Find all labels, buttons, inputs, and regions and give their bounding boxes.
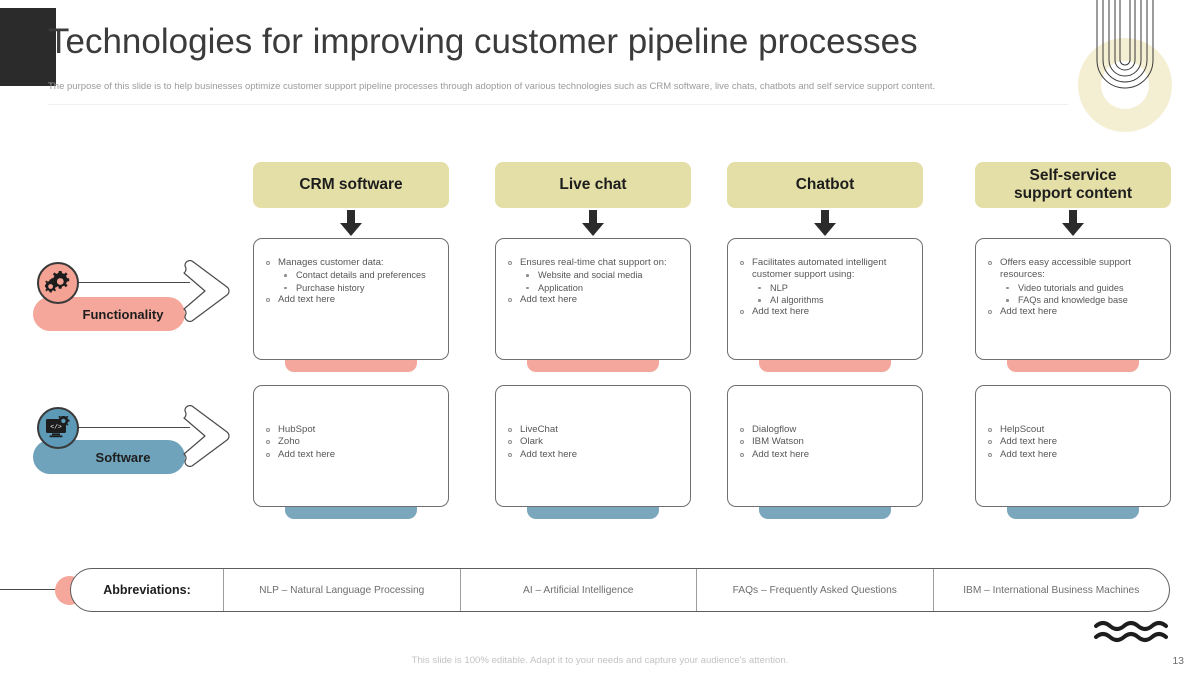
abbreviation-item-nlp: NLP – Natural Language Processing [224,569,461,611]
header-divider [48,104,1068,105]
card-bullet-list: Facilitates automated intelligent custom… [732,257,916,319]
arrow-down-icon [813,210,837,236]
bullet-item: LiveChat [500,424,684,436]
abbreviation-item-ibm: IBM – International Business Machines [963,584,1140,596]
column-header-label: Self-service support content [1014,167,1132,202]
column-header-label: Chatbot [795,176,855,193]
column-header-4[interactable]: Self-service support content [975,162,1171,208]
bullet-item: Olark [500,436,684,448]
bullet-item: Add text here [732,306,916,318]
wave-lines-icon [1092,618,1180,644]
chevron-right-icon [183,404,231,472]
bullet-item: HelpScout [980,424,1164,436]
bullet-item: Dialogflow [732,424,916,436]
row-connector-line [70,427,190,428]
bullet-item: Add text here [500,294,684,306]
column-header-label: Live chat [559,176,627,193]
content-card-r1-c3[interactable]: Facilitates automated intelligent custom… [727,238,923,360]
bullet-item: Video tutorials and guides [980,282,1164,294]
bullet-item: Contact details and preferences [258,269,442,281]
column-header-2[interactable]: Live chat [495,162,691,208]
footer-note: This slide is 100% editable. Adapt it to… [411,655,789,666]
concentric-arcs-icon [1088,0,1162,98]
card-bullet-list: Manages customer data:Contact details an… [258,257,442,306]
arrow-down-icon [1061,210,1085,236]
bullet-item: NLP [732,282,916,294]
card-body: Manages customer data:Contact details an… [258,257,442,306]
code-monitor-icon: </> [37,407,79,449]
abbreviations-connector [0,589,62,590]
row-label-functionality[interactable]: Functionality [33,297,185,331]
abbreviation-item-ai: AI – Artificial Intelligence [461,569,697,611]
bullet-item: Add text here [500,449,684,461]
bullet-item: Offers easy accessible support resources… [980,257,1164,282]
content-card-r1-c2[interactable]: Ensures real-time chat support on:Websit… [495,238,691,360]
svg-text:</>: </> [50,424,62,431]
bullet-item: HubSpot [258,424,442,436]
bullet-item: Add text here [980,436,1164,448]
card-bullet-list: Ensures real-time chat support on:Websit… [500,257,684,306]
gears-icon [37,262,79,304]
bullet-item: Zoho [258,436,442,448]
abbreviations-label: Abbreviations: [71,569,224,611]
card-body: Ensures real-time chat support on:Websit… [500,257,684,306]
bullet-item: Add text here [980,306,1164,318]
row-label-text: Software [95,449,151,465]
ring-hole-decoration [1101,61,1149,109]
column-header-3[interactable]: Chatbot [727,162,923,208]
bullet-item: IBM Watson [732,436,916,448]
column-header-label: CRM software [299,176,403,193]
card-bullet-list: Offers easy accessible support resources… [980,257,1164,319]
abbreviation-item-faqs: FAQs – Frequently Asked Questions [697,569,934,611]
bullet-item: Manages customer data: [258,257,442,269]
bullet-item: Add text here [980,449,1164,461]
bullet-item: Ensures real-time chat support on: [500,257,684,269]
abbreviations-bar: Abbreviations: NLP – Natural Language Pr… [70,568,1170,612]
page-title: Technologies for improving customer pipe… [48,22,918,61]
row-label-text: Functionality [82,306,164,322]
bullet-item: Add text here [258,294,442,306]
arrow-down-icon [581,210,605,236]
bullet-item: Facilitates automated intelligent custom… [732,257,916,282]
page-number: 13 [1172,655,1184,667]
content-card-r1-c1[interactable]: Manages customer data:Contact details an… [253,238,449,360]
chevron-right-icon [183,259,231,327]
bullet-item: Application [500,282,684,294]
bullet-item: Website and social media [500,269,684,281]
card-body: Facilitates automated intelligent custom… [732,257,916,319]
star-burst-icon [0,8,56,86]
bullet-item: Add text here [732,449,916,461]
arrow-down-icon [339,210,363,236]
bullet-item: Add text here [258,449,442,461]
content-card-r1-c4[interactable]: Offers easy accessible support resources… [975,238,1171,360]
bullet-item: AI algorithms [732,294,916,306]
bullet-item: Purchase history [258,282,442,294]
bullet-item: FAQs and knowledge base [980,294,1164,306]
row-connector-line [70,282,190,283]
card-body: Offers easy accessible support resources… [980,257,1164,319]
page-subtitle: The purpose of this slide is to help bus… [48,81,936,92]
column-header-1[interactable]: CRM software [253,162,449,208]
